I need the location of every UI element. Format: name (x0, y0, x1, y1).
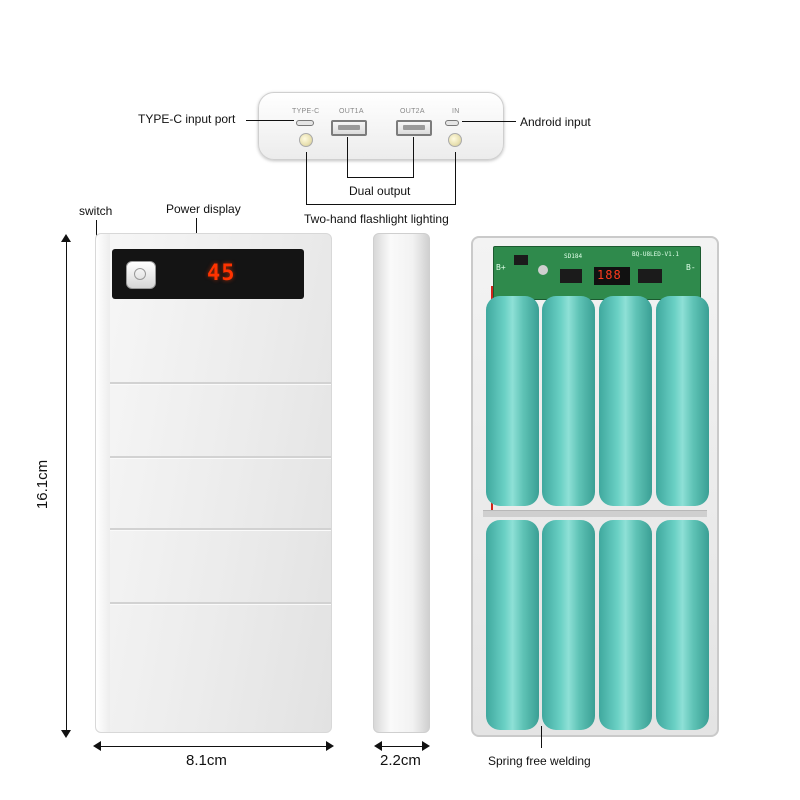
power-bank-front: 45 (95, 233, 332, 733)
power-display-digits: 45 (207, 261, 236, 286)
power-switch-button[interactable] (126, 261, 156, 289)
depth-dimension-label: 2.2cm (380, 752, 421, 769)
cell-divider (483, 510, 707, 517)
groove-1 (110, 382, 331, 385)
flashlight-line-bottom (306, 204, 456, 205)
width-arrow-right (326, 741, 334, 751)
battery-cell-7 (599, 520, 652, 730)
depth-dimension-line (378, 746, 426, 747)
flashlight-label: Two-hand flashlight lighting (304, 212, 449, 226)
pcb-chip-1 (514, 255, 528, 265)
width-dimension-line (97, 746, 330, 747)
in-port-label: IN (452, 108, 460, 115)
pcb-led-digits: 188 (597, 268, 622, 282)
pcb-button (538, 265, 548, 275)
type-c-callout-line (246, 120, 294, 121)
dual-output-line-right (413, 137, 414, 177)
display-panel: 45 (112, 249, 304, 299)
flashlight-line-left (306, 152, 307, 204)
flashlight-led-right (448, 133, 462, 147)
type-c-port-label: TYPE-C (292, 108, 320, 115)
android-callout-line (462, 121, 516, 122)
dual-output-label: Dual output (349, 184, 411, 198)
battery-cell-2 (542, 296, 595, 506)
flashlight-line-right (455, 152, 456, 204)
battery-cell-6 (542, 520, 595, 730)
front-bevel (96, 234, 110, 732)
groove-3 (110, 528, 331, 531)
pcb-led-display: 188 (594, 267, 630, 285)
battery-cell-8 (656, 520, 709, 730)
width-dimension-label: 8.1cm (186, 752, 227, 769)
out1-port-label: OUT1A (339, 108, 364, 115)
out2-port-label: OUT2A (400, 108, 425, 115)
flashlight-led-left (299, 133, 313, 147)
pcb-b-minus: B- (686, 263, 696, 272)
switch-label: switch (79, 204, 113, 218)
width-arrow-left (93, 741, 101, 751)
pcb-model: BQ-U8LED-V1.1 (632, 251, 679, 258)
android-input-label: Android input (520, 115, 591, 129)
battery-cell-4 (656, 296, 709, 506)
dual-output-line-bottom (347, 177, 414, 178)
height-dimension-label: 16.1cm (34, 459, 52, 510)
height-dimension-line (66, 237, 67, 731)
spring-callout-line (541, 726, 542, 748)
depth-arrow-right (422, 741, 430, 751)
type-c-port (296, 120, 314, 126)
battery-cell-5 (486, 520, 539, 730)
pcb-chip-text: SD184 (564, 253, 583, 260)
pcb-chip-3 (638, 269, 662, 283)
dual-output-line-left (347, 137, 348, 177)
pcb-b-plus: B+ (496, 263, 506, 272)
battery-cell-3 (599, 296, 652, 506)
type-c-input-label: TYPE-C input port (138, 112, 236, 126)
end-panel: TYPE-C OUT1A OUT2A IN (258, 92, 504, 160)
usb-out1-port (331, 120, 367, 136)
power-icon (134, 268, 146, 280)
pcb-chip-2 (560, 269, 582, 283)
height-arrow-top (61, 234, 71, 242)
power-bank-side (373, 233, 430, 733)
usb-out2-port (396, 120, 432, 136)
circuit-board: B+ B- BQ-U8LED-V1.1 SD184 188 (493, 246, 701, 300)
groove-4 (110, 602, 331, 605)
micro-usb-in-port (445, 120, 459, 126)
depth-arrow-left (374, 741, 382, 751)
power-bank-inside: B+ B- BQ-U8LED-V1.1 SD184 188 (471, 236, 719, 737)
battery-cell-1 (486, 296, 539, 506)
power-display-label: Power display (166, 202, 241, 216)
spring-free-label: Spring free welding (488, 754, 591, 768)
groove-2 (110, 456, 331, 459)
height-arrow-bottom (61, 730, 71, 738)
